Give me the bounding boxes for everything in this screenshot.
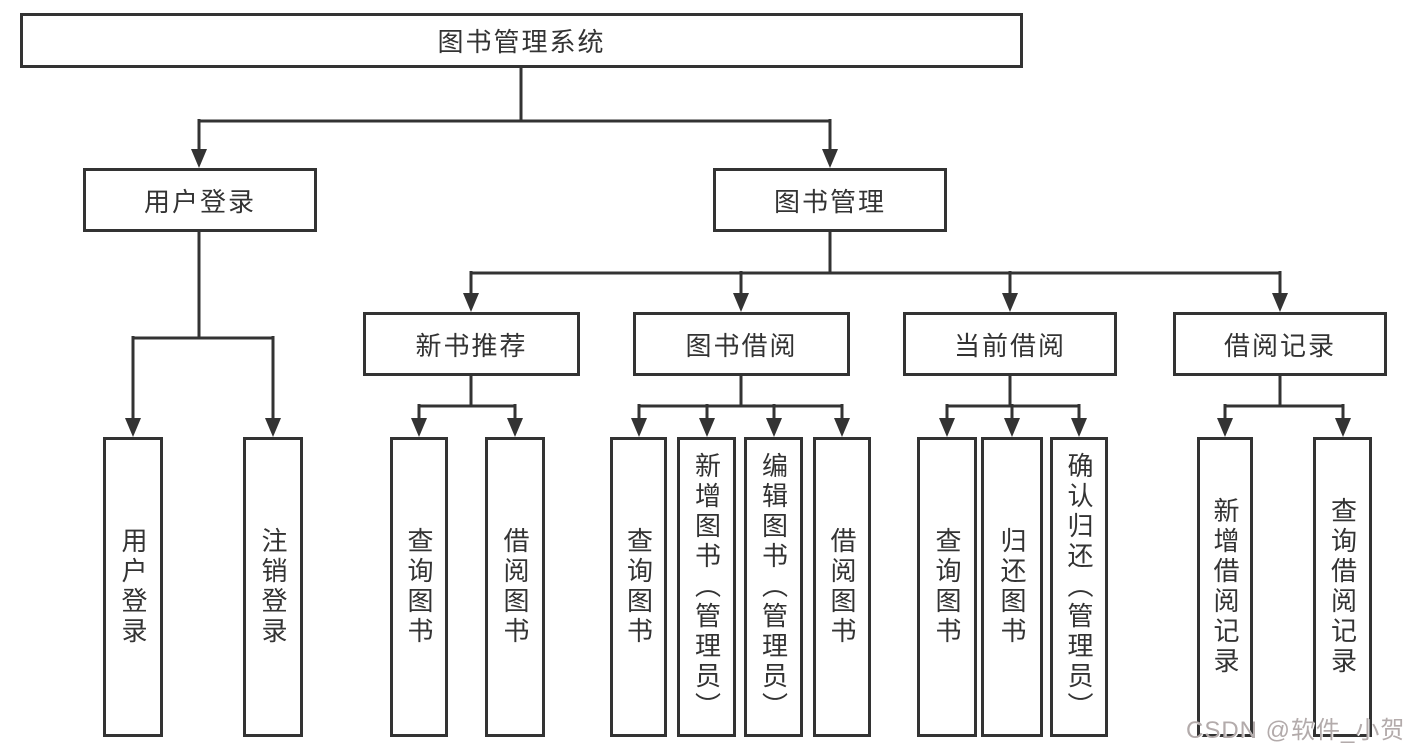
node-book-borrow: 图书借阅 [633,312,850,376]
connector-bookmgmt-to-level3 [469,232,1282,294]
arrowhead [939,418,955,437]
connector-root-to-level2 [197,68,832,150]
node-borrow-records: 借阅记录 [1173,312,1387,376]
node-user-login: 用户登录 [83,168,317,232]
leaf-query-borrow-record: 查询借阅记录 [1313,437,1372,737]
arrowhead [507,418,523,437]
arrowhead [1002,293,1018,312]
arrowhead [411,418,427,437]
arrowhead [191,149,207,168]
connector-records-to-leaves [1223,376,1345,419]
leaf-query-books-borrow: 查询图书 [610,437,667,737]
arrowhead [834,418,850,437]
leaf-return-books: 归还图书 [981,437,1043,737]
connector-segments [131,68,1345,419]
arrowhead [1272,293,1288,312]
arrowhead [766,418,782,437]
leaf-user-login: 用户登录 [103,437,163,737]
leaf-add-borrow-record: 新增借阅记录 [1197,437,1253,737]
arrowhead [125,418,141,437]
arrowhead [265,418,281,437]
csdn-watermark: CSDN @软件_小贺同学 [1186,717,1405,744]
leaf-logout: 注销登录 [243,437,303,737]
arrowhead [463,293,479,312]
node-book-management: 图书管理 [713,168,947,232]
leaf-edit-books-admin: 编辑图书（管理员） [744,437,803,737]
connector-newbook-to-leaves [417,376,517,419]
leaf-borrow-books-recommend: 借阅图书 [485,437,545,737]
arrowhead [1071,418,1087,437]
leaf-query-books-current: 查询图书 [917,437,977,737]
connector-currentborrow-to-leaves [945,376,1081,419]
arrowhead [1335,418,1351,437]
arrowhead [699,418,715,437]
node-root-system: 图书管理系统 [20,13,1023,68]
connector-userlogin-to-leaves [131,232,275,419]
leaf-query-books-recommend: 查询图书 [390,437,448,737]
arrowhead [631,418,647,437]
leaf-confirm-return-admin: 确认归还（管理员） [1050,437,1108,737]
arrowheads [125,149,1351,437]
leaf-borrow-books: 借阅图书 [813,437,871,737]
connector-bookborrow-to-leaves [637,376,844,419]
node-new-book-recommend: 新书推荐 [363,312,580,376]
arrowhead [1217,418,1233,437]
node-current-borrow: 当前借阅 [903,312,1117,376]
arrowhead [733,293,749,312]
arrowhead [1004,418,1020,437]
leaf-add-books-admin: 新增图书（管理员） [677,437,736,737]
arrowhead [822,149,838,168]
